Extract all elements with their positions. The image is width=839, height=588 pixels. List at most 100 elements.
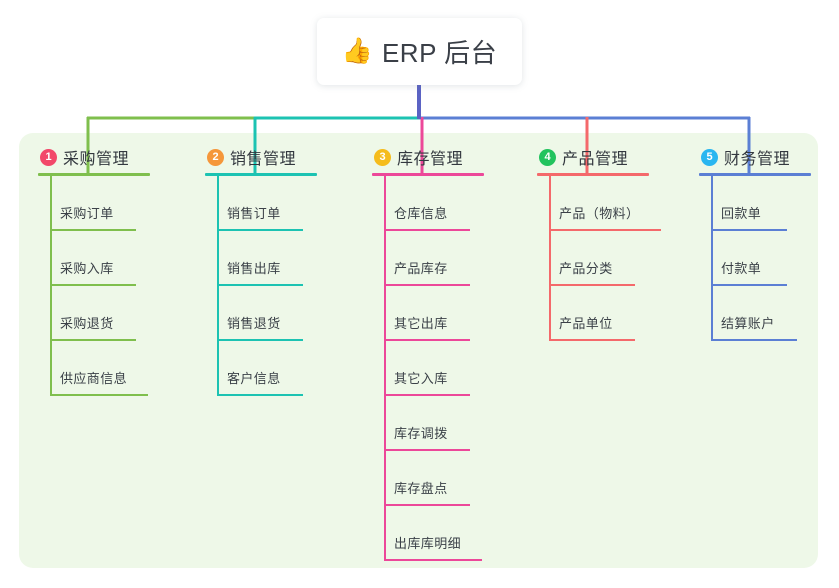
leaf-label: 客户信息 [227, 371, 281, 386]
branches-panel [19, 133, 818, 568]
leaf-rule [50, 339, 136, 341]
branch-header-5[interactable]: 5 财务管理 [699, 146, 811, 168]
branch-title: 产品管理 [562, 151, 629, 168]
leaf-spine [711, 283, 713, 341]
leaf-label: 采购入库 [60, 261, 114, 276]
leaf-spine [549, 173, 551, 231]
leaf-label: 采购订单 [60, 206, 114, 221]
thumbs-up-icon: 👍 [341, 37, 373, 65]
leaf-rule [711, 229, 787, 231]
leaf-spine [711, 173, 713, 231]
leaf-spine [384, 283, 386, 341]
leaf-spine [217, 283, 219, 341]
leaf-label: 回款单 [721, 206, 762, 221]
leaf-label: 付款单 [721, 261, 762, 276]
leaf-rule [50, 394, 148, 396]
leaf-rule [711, 284, 787, 286]
leaf-node[interactable]: 采购订单 [38, 173, 150, 231]
leaf-node[interactable]: 其它入库 [372, 338, 484, 396]
branch-title: 财务管理 [724, 151, 791, 168]
leaf-spine [217, 338, 219, 396]
leaf-spine [50, 283, 52, 341]
root-node-title: ERP 后台 [381, 38, 498, 68]
leaf-rule [549, 339, 635, 341]
leaf-rule [217, 339, 303, 341]
branch-header-rule [205, 173, 317, 176]
leaf-node[interactable]: 回款单 [699, 173, 811, 231]
branch-column-4: 4 产品管理产品（物料） 产品分类产品单位 [537, 146, 661, 341]
leaf-spine [50, 173, 52, 231]
branch-title: 采购管理 [63, 151, 130, 168]
leaf-rule [217, 284, 303, 286]
leaf-spine [217, 173, 219, 231]
leaf-rule [217, 394, 303, 396]
leaf-node[interactable]: 出库库明细 [372, 503, 484, 561]
branch-number-badge: 4 [539, 148, 556, 166]
leaf-node[interactable]: 客户信息 [205, 338, 317, 396]
leaf-rule [711, 339, 797, 341]
branch-header-4[interactable]: 4 产品管理 [537, 146, 649, 168]
leaf-node[interactable]: 产品分类 [537, 228, 649, 286]
leaf-spine [50, 338, 52, 396]
leaf-spine [549, 283, 551, 341]
leaf-label: 出库库明细 [394, 536, 462, 551]
leaf-rule [384, 284, 470, 286]
leaf-node[interactable]: 销售退货 [205, 283, 317, 341]
leaf-label: 仓库信息 [394, 206, 448, 221]
leaf-spine [384, 173, 386, 231]
branch-number-badge: 5 [701, 148, 718, 166]
leaf-node[interactable]: 产品（物料） [537, 173, 661, 231]
leaf-node[interactable]: 付款单 [699, 228, 811, 286]
leaf-label: 产品分类 [559, 261, 613, 276]
leaf-node[interactable]: 其它出库 [372, 283, 484, 341]
leaf-rule [384, 394, 470, 396]
branch-number-badge: 3 [374, 148, 391, 166]
leaf-rule [384, 229, 470, 231]
branch-header-rule [699, 173, 811, 176]
leaf-node[interactable]: 库存盘点 [372, 448, 484, 506]
root-node-card[interactable]: 👍 ERP 后台 [317, 18, 522, 85]
leaf-label: 销售出库 [227, 261, 281, 276]
leaf-node[interactable]: 仓库信息 [372, 173, 484, 231]
leaf-spine [384, 503, 386, 561]
leaf-rule [384, 504, 470, 506]
leaf-label: 供应商信息 [60, 371, 128, 386]
leaf-label: 产品单位 [559, 316, 613, 331]
leaf-node[interactable]: 库存调拨 [372, 393, 484, 451]
branch-header-rule [38, 173, 150, 176]
leaf-label: 其它出库 [394, 316, 448, 331]
leaf-spine [217, 228, 219, 286]
branch-number-badge: 1 [40, 148, 57, 166]
leaf-label: 结算账户 [721, 316, 775, 331]
leaf-rule [549, 284, 635, 286]
leaf-spine [384, 393, 386, 451]
leaf-label: 销售退货 [227, 316, 281, 331]
leaf-node[interactable]: 产品库存 [372, 228, 484, 286]
leaf-node[interactable]: 采购退货 [38, 283, 150, 341]
leaf-node[interactable]: 结算账户 [699, 283, 811, 341]
leaf-label: 库存调拨 [394, 426, 448, 441]
leaf-node[interactable]: 采购入库 [38, 228, 150, 286]
leaf-rule [50, 229, 136, 231]
leaf-rule [217, 229, 303, 231]
leaf-label: 销售订单 [227, 206, 281, 221]
leaf-rule [549, 229, 661, 231]
branch-column-1: 1 采购管理采购订单采购入库采购退货供应商信息 [38, 146, 150, 396]
branch-header-rule [537, 173, 649, 176]
leaf-spine [384, 448, 386, 506]
branch-header-rule [372, 173, 484, 176]
leaf-node[interactable]: 供应商信息 [38, 338, 150, 396]
leaf-spine [549, 228, 551, 286]
leaf-node[interactable]: 销售出库 [205, 228, 317, 286]
leaf-node[interactable]: 产品单位 [537, 283, 649, 341]
leaf-rule [384, 449, 470, 451]
branch-header-1[interactable]: 1 采购管理 [38, 146, 150, 168]
leaf-label: 其它入库 [394, 371, 448, 386]
leaf-rule [384, 339, 470, 341]
leaf-node[interactable]: 销售订单 [205, 173, 317, 231]
